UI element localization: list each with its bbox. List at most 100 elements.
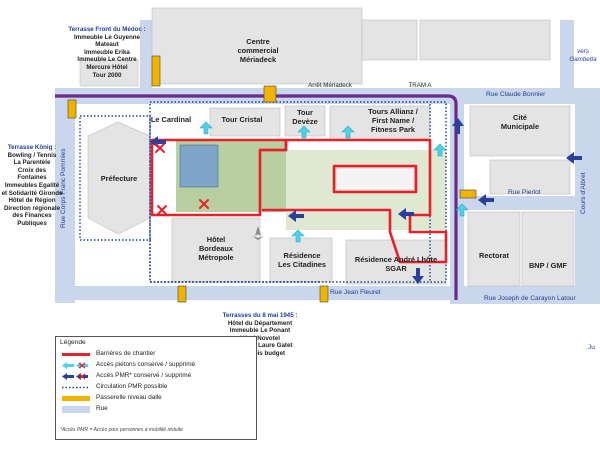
building-hotel-bordeaux — [171, 217, 261, 283]
passerelle-4 — [177, 285, 187, 303]
barrier-east — [260, 138, 448, 264]
terrace-konig-item: et Solidarité Gironde — [1, 189, 63, 197]
legend-row-pedestrian: Accès piétons conservé / supprimé — [58, 360, 254, 370]
passerelle-6 — [459, 189, 477, 199]
label-tram: TRAM A — [408, 82, 432, 89]
building-citadines — [269, 237, 333, 283]
terrace-konig-item: Hôtel de Région — [8, 197, 56, 205]
label-gambetta-l2: Gambetta — [569, 55, 597, 63]
label-allianz-l2: First Name / — [371, 115, 415, 125]
label-hotel-l2: Bordeaux — [198, 243, 234, 253]
garden — [176, 140, 446, 230]
removed-access-2 — [199, 199, 209, 209]
pmr-arrow-4 — [566, 152, 582, 164]
legend-swatch-route — [62, 386, 90, 389]
garden-square — [335, 167, 415, 191]
label-cite-l1: Cité — [513, 113, 527, 122]
label-lhote-l1: Résidence André Lhôte — [354, 255, 438, 264]
label-vers-gambetta: vers Gambetta — [566, 48, 600, 63]
garden-pool — [179, 144, 219, 188]
terrace-konig-item: La Parentèle — [13, 159, 51, 167]
ped-arrow-3 — [341, 125, 355, 139]
road-top-right — [560, 20, 574, 90]
label-centre-commercial: Centre commercial Mériadeck — [218, 37, 298, 64]
label-cite-municipale: Cité Municipale — [490, 113, 550, 132]
road-top-left — [140, 20, 152, 92]
pmr-accesses — [150, 118, 582, 284]
pmr-arrow-7 — [478, 194, 494, 206]
building-bureaux — [489, 159, 571, 195]
north-arrow-shape — [255, 226, 261, 236]
legend-row-pmr: Accès PMR* conservé / supprimé — [58, 371, 254, 381]
street-pierlot: Rue Pierlot — [508, 189, 541, 196]
pmr-arrow-2 — [288, 210, 304, 222]
north-arrow — [252, 226, 264, 240]
legend-swatch-pmr — [62, 373, 88, 380]
legend-swatch-passerelle — [62, 396, 90, 401]
label-hotel-l1: Hôtel — [206, 235, 226, 244]
terrace-front-medoc-title: Terrasse Front du Médoc : — [68, 26, 146, 33]
ped-arrow-6 — [291, 229, 305, 243]
roads — [55, 20, 600, 304]
terrace-8-mai-item: Immeuble Le Ponant — [229, 327, 291, 335]
street-carayon: Rue Joseph de Carayon Latour — [484, 295, 576, 302]
terrace-front-medoc: Terrasse Front du Médoc : Immeuble Le Gu… — [62, 26, 152, 79]
construction-barriers — [150, 138, 448, 264]
terrace-8-mai-item: Hôtel Novotel — [240, 334, 280, 342]
terrace-front-medoc-item: Immeuble Le Guyenne — [73, 33, 141, 41]
removed-access-3 — [157, 205, 167, 215]
passerelle-2 — [151, 55, 161, 87]
pedestrian-accesses — [199, 121, 469, 243]
label-le-cardinal: Le Cardinal — [150, 115, 192, 124]
building-cite-municipale — [469, 105, 571, 157]
road-cours-albret — [575, 88, 600, 303]
legend: Légende Barrières de chantier Accès piét… — [55, 336, 257, 440]
legend-row-street: Rue — [58, 404, 254, 414]
building-tour-cristal — [209, 107, 281, 137]
tram-line — [55, 94, 458, 300]
label-lhote-l2: SGAR — [385, 263, 407, 273]
road-pierlot — [462, 196, 577, 210]
label-deveze-l2: Devèze — [292, 116, 318, 126]
building-rectorat — [467, 211, 521, 287]
terrace-front-medoc-item: Mercure Hôtel — [86, 63, 128, 71]
label-tour-cristal: Tour Cristal — [221, 115, 263, 124]
ped-arrow-5 — [455, 203, 469, 217]
label-citadines-l1: Résidence — [283, 251, 321, 260]
label-hotel-bordeaux: Hôtel Bordeaux Métropole — [176, 235, 256, 262]
legend-row-route: Circulation PMR possible — [58, 382, 254, 392]
street-cours-albret: Cours d'Albret — [580, 172, 587, 214]
label-cite-l2: Municipale — [500, 121, 540, 131]
terrace-konig-item: Bowling / Tennis — [7, 151, 57, 159]
label-residence-citadines: Résidence Les Citadines — [272, 251, 332, 270]
ped-arrow-2 — [297, 125, 311, 139]
street-claude-bonnier: Rue Claude Bonnier — [486, 91, 546, 98]
terrace-8-mai-item: Hôtel du Département — [227, 319, 293, 327]
terrace-front-medoc-item: Tour 2000 — [92, 71, 122, 79]
road-carayon — [450, 292, 600, 304]
terrace-8-mai-item: Immeuble Laure Gatet — [227, 342, 293, 350]
terrace-front-medoc-item: Immeuble Erika — [84, 48, 130, 56]
pmr-route-south — [149, 240, 320, 283]
legend-label-pmr: Accès PMR* conservé / supprimé — [96, 372, 192, 379]
pmr-arrow-5 — [452, 118, 464, 134]
terrace-konig-item: des Finances Publiques — [12, 212, 52, 227]
legend-row-passerelle: Passerelle niveau dalle — [58, 393, 254, 403]
label-centre-l2: commercial — [237, 45, 279, 55]
legend-footnote: *Accès PMR = Accès pour personnes à mobi… — [60, 427, 183, 433]
legend-swatch-pedestrian — [62, 362, 88, 369]
terrace-konig-title: Terrasse König : — [7, 144, 57, 151]
terrace-8-mai: Terrasses du 8 mai 1945 : Hôtel du Dépar… — [210, 312, 310, 358]
label-centre-l1: Centre — [246, 37, 270, 46]
label-tours-allianz: Tours Allianz / First Name / Fitness Par… — [356, 107, 430, 134]
building-small-top — [361, 19, 418, 61]
label-arret: Arrêt Mériadeck — [308, 82, 352, 89]
label-residence-lhote: Résidence André Lhôte SGAR — [348, 255, 444, 274]
legend-label-pedestrian: Accès piétons conservé / supprimé — [96, 361, 196, 368]
building-bnp — [521, 211, 575, 287]
legend-label-street: Rue — [96, 405, 108, 412]
terrace-konig-item: Croix des — [17, 166, 47, 174]
street-jean-fleuret: Rue Jean Fleuret — [330, 289, 381, 296]
legend-row-barrier: Barrières de chantier — [58, 349, 254, 359]
